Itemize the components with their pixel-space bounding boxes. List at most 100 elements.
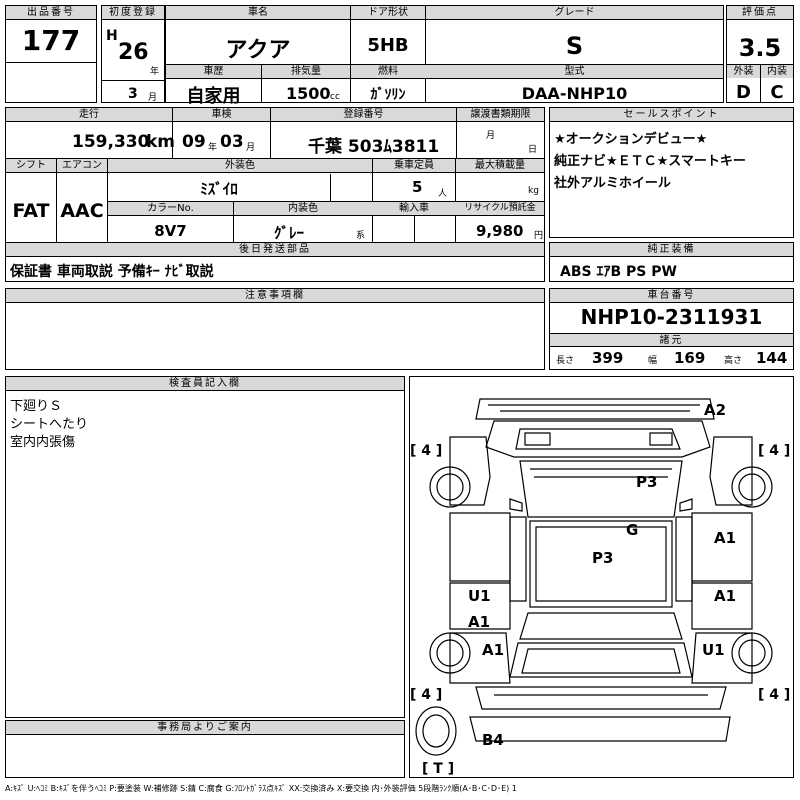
import-label: 輸入車	[373, 202, 455, 215]
length-label: 長さ	[556, 356, 575, 366]
model-label: 型式	[426, 65, 723, 78]
shift-value: FAT	[12, 200, 50, 222]
sales-point-3: 社外アルミホイール	[554, 176, 671, 191]
km-unit: km	[146, 132, 176, 152]
kei-unit: 系	[356, 231, 366, 241]
lot-number-label: 出品番号	[6, 6, 96, 20]
kg-unit: kg	[528, 186, 539, 196]
sales-point-1: ★オークションデビュー★	[554, 132, 708, 147]
lot-number-box: 出品番号 177	[5, 5, 97, 103]
color-no-label: カラーNo.	[108, 202, 233, 215]
height-value: 144	[756, 349, 788, 367]
capacity-value: 5	[412, 178, 423, 196]
inspection-year: 09	[182, 132, 206, 152]
car-diagram-box: [ 4 ] [ 4 ] [ 4 ] [ 4 ] [ T ] A2 P3 G P3…	[409, 376, 794, 778]
first-reg-label: 初度登録	[102, 6, 164, 20]
grade-label: グレード	[426, 6, 723, 19]
main-info-box: 車名 ドア形状 グレード アクア 5HB S 車歴 排気量 燃料 型式 自家用 …	[165, 5, 724, 107]
length-value: 399	[592, 349, 624, 367]
chassis-box: 車台番号 NHP10-2311931 諸元 長さ 399 幅 169 高さ 14…	[549, 288, 794, 370]
width-label: 幅	[648, 356, 658, 366]
sales-points-box: セールスポイント ★オークションデビュー★ 純正ナビ★ＥＴＣ★スマートキー 社外…	[549, 107, 794, 238]
mark-u1-left: U1	[468, 587, 491, 605]
month-unit: 月	[148, 93, 158, 103]
height-label: 高さ	[724, 356, 743, 366]
tire-rr-label: [ 4 ]	[758, 687, 790, 703]
mark-a1-l1: A1	[468, 613, 490, 631]
interior-score: C	[770, 82, 784, 103]
score-value: 3.5	[738, 34, 782, 62]
chassis-value: NHP10-2311931	[580, 305, 763, 329]
cc-unit: cc	[330, 92, 340, 102]
door-type-label: ドア形状	[351, 6, 425, 19]
fuel-label: 燃料	[351, 65, 425, 78]
recycle-label: リサイクル預託金	[456, 202, 544, 215]
width-value: 169	[674, 349, 706, 367]
inspection-label: 車検	[173, 108, 270, 121]
genuine-equip-label: 純正装備	[550, 243, 793, 257]
month-value: 3	[128, 86, 138, 102]
max-load-label: 最大積載量	[456, 159, 544, 172]
score-label: 評価点	[727, 6, 793, 20]
mark-p3-top: P3	[636, 473, 657, 491]
genuine-equip-value: ABS ｴｱB PS PW	[560, 264, 677, 280]
first-registration-box: 初度登録 H 26 年 3 月	[101, 5, 165, 103]
mark-a1-r1: A1	[714, 529, 736, 547]
ext-color-value: ﾐｽﾞｲﾛ	[200, 180, 238, 198]
inspector-note-1: 下廻りＳ	[10, 399, 63, 414]
deadline-day-unit: 日	[528, 145, 538, 155]
mark-b4: B4	[482, 731, 504, 749]
tire-fr-label: [ 4 ]	[758, 443, 790, 459]
mark-g: G	[626, 521, 638, 539]
reg-number-label: 登録番号	[271, 108, 456, 121]
inspection-year-unit: 年	[208, 143, 218, 153]
displacement-value: 1500	[286, 84, 331, 103]
inspection-month-unit: 月	[246, 143, 256, 153]
grade-value: S	[565, 32, 584, 60]
details-box: 走行 車検 登録番号 譲渡書類期限 159,330 km 09 年 03 月 千…	[5, 107, 545, 244]
inspection-month: 03	[220, 132, 244, 152]
mark-a1-l2: A1	[482, 641, 504, 659]
sales-points-label: セールスポイント	[550, 108, 793, 122]
lot-number-value: 177	[21, 24, 81, 57]
exterior-score: D	[736, 82, 751, 103]
era-value: H	[106, 28, 118, 44]
fuel-value: ｶﾞｿﾘﾝ	[370, 87, 406, 103]
car-name-value: アクア	[225, 38, 291, 63]
deadline-month-unit: 月	[486, 131, 496, 141]
later-parts-label: 後日発送部品	[6, 243, 544, 257]
capacity-label: 乗車定員	[373, 159, 455, 172]
inspector-box: 検査員記入欄 下廻りＳ シートへたり 室内内張傷	[5, 376, 405, 718]
aircon-value: AAC	[60, 200, 104, 222]
tire-rl-label: [ 4 ]	[410, 687, 442, 703]
car-diagram: [ 4 ] [ 4 ] [ 4 ] [ 4 ] [ T ] A2 P3 G P3…	[410, 398, 790, 777]
inspector-label: 検査員記入欄	[6, 377, 404, 391]
int-color-value: ｸﾞﾚｰ	[273, 224, 304, 242]
chassis-label: 車台番号	[550, 289, 793, 303]
mark-a2: A2	[704, 401, 726, 419]
office-label: 事務局よりご案内	[6, 721, 404, 735]
color-no-value: 8V7	[154, 222, 187, 240]
door-type-value: 5HB	[367, 35, 409, 56]
sales-point-2: 純正ナビ★ＥＴＣ★スマートキー	[554, 154, 746, 169]
inspector-note-3: 室内内張傷	[10, 435, 76, 450]
year-value: 26	[118, 40, 149, 65]
transfer-deadline-label: 譲渡書類期限	[457, 108, 544, 121]
notes-label: 注意事項欄	[6, 289, 544, 303]
office-box: 事務局よりご案内	[5, 720, 405, 778]
recycle-value: 9,980	[476, 222, 524, 240]
history-label: 車歴	[166, 65, 261, 78]
car-name-label: 車名	[166, 6, 350, 19]
model-value: DAA-NHP10	[521, 84, 628, 103]
tire-fl-label: [ 4 ]	[410, 443, 442, 459]
exterior-label: 外装	[727, 65, 760, 78]
mileage-value: 159,330	[72, 132, 150, 152]
interior-label: 内装	[761, 65, 793, 78]
yen-unit: 円	[534, 231, 544, 241]
spare-label: [ T ]	[422, 761, 454, 777]
mileage-label: 走行	[6, 108, 172, 121]
reg-number-value: 千葉 503ﾑ3811	[308, 137, 440, 157]
later-parts-box: 後日発送部品 保証書 車両取説 予備ｷｰ ﾅﾋﾞ取説	[5, 242, 545, 282]
inspector-note-2: シートへたり	[10, 417, 89, 432]
year-unit: 年	[150, 67, 160, 77]
